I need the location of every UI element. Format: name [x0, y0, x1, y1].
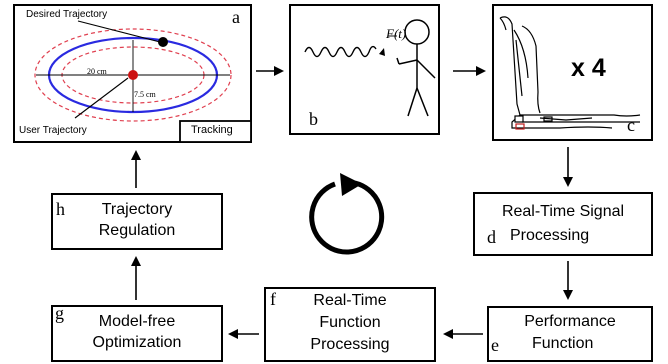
panel-a-letter: a [232, 7, 240, 27]
panel-d-title-line2: Processing [510, 227, 590, 244]
desired-trajectory-pointer [77, 20, 161, 43]
user-trajectory-pointer [74, 77, 129, 119]
trajectory-plot [34, 20, 232, 122]
force-label: F(t) [386, 26, 407, 41]
panel-e-title-line2: Function [532, 335, 594, 352]
panel-e-performance-function [487, 306, 653, 362]
force-wave [304, 45, 377, 58]
panel-f-title-line1: Real-Time [313, 292, 387, 309]
panel-c-arm-diagram [492, 4, 653, 141]
panel-f-title-line3: Processing [310, 336, 390, 353]
tracking-label: Tracking [191, 124, 233, 136]
panel-h-letter: h [56, 199, 65, 219]
width-dimension-label: 20 cm [87, 67, 107, 76]
flow-arrows [131, 66, 573, 339]
panel-g-letter: g [55, 303, 64, 323]
user-position-dot [158, 37, 168, 47]
panel-b-letter: b [309, 109, 318, 129]
force-figure [304, 19, 436, 117]
panel-d-letter: d [487, 227, 496, 247]
force-arrow-head [379, 48, 385, 56]
outer-bound-ellipse [34, 28, 232, 122]
arm-sketch [499, 16, 641, 130]
panel-g-title-line1: Model-free [98, 313, 176, 330]
loop-cycle-icon [309, 173, 385, 255]
panel-d-title-line1: Real-Time Signal [501, 203, 625, 220]
panel-g-title-line2: Optimization [92, 334, 182, 351]
center-point [128, 70, 138, 80]
height-dimension-label: 7.5 cm [134, 90, 156, 99]
user-trajectory-label: User Trajectory [19, 125, 87, 136]
stick-figure-head [404, 19, 430, 45]
tracking-inset [179, 120, 252, 143]
repetition-count-label: x 4 [571, 54, 606, 82]
panel-f-function-processing [264, 287, 436, 362]
panel-h-trajectory-regulation [51, 193, 223, 250]
panel-d-signal-processing [473, 192, 653, 256]
panel-c-letter: c [627, 115, 635, 135]
panel-f-title-line2: Function [319, 314, 381, 331]
panel-g-optimization [51, 305, 223, 362]
panel-e-title-line1: Performance [524, 313, 616, 330]
panel-h-title-line1: Trajectory [101, 201, 173, 218]
desired-trajectory-label: Desired Trajectory [26, 9, 108, 20]
panel-e-letter: e [491, 335, 499, 355]
panel-h-title-line2: Regulation [98, 222, 176, 239]
panel-b-force-diagram [289, 4, 440, 135]
panel-f-letter: f [270, 289, 276, 309]
